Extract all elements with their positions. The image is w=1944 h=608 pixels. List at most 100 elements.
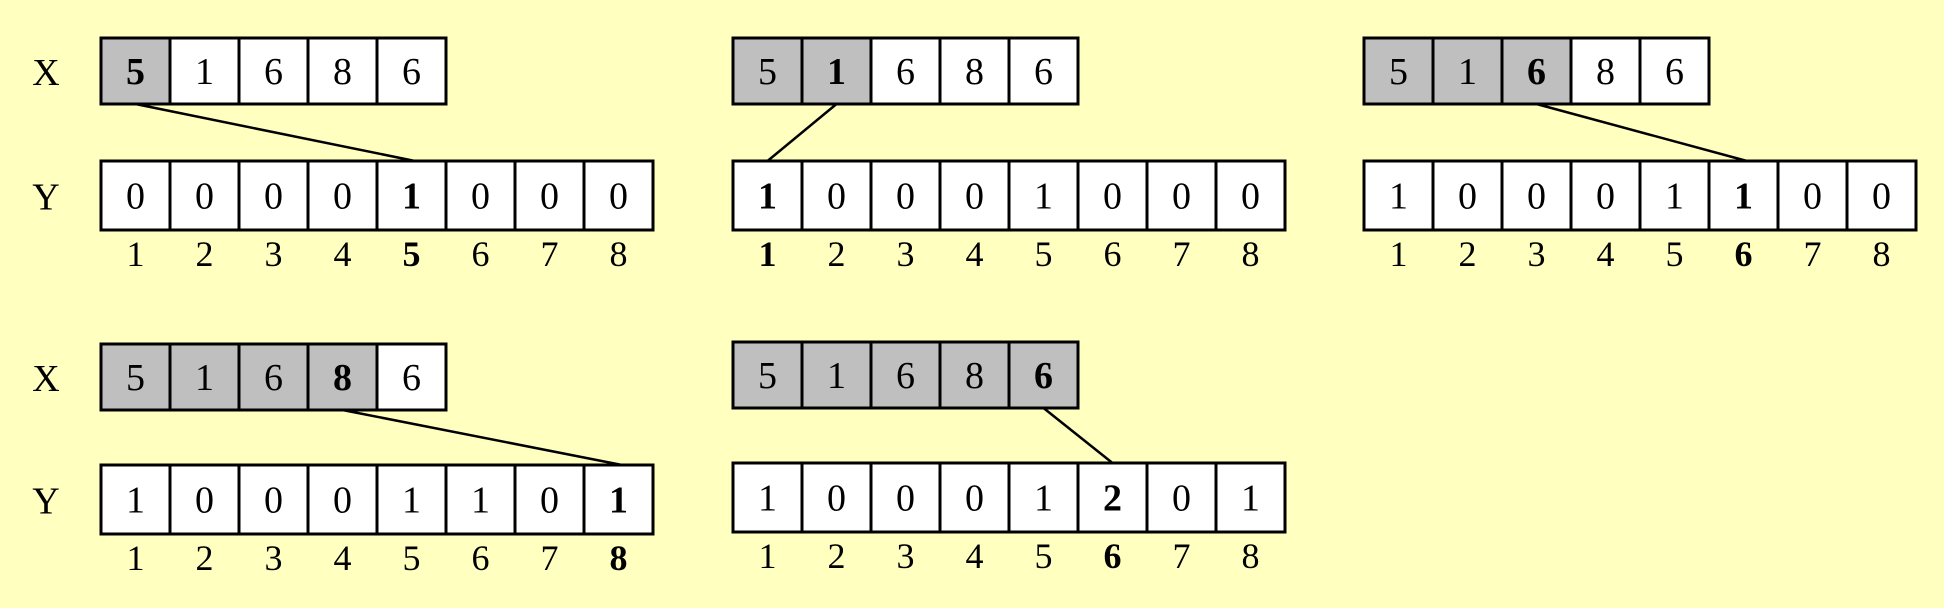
y-cell-value: 0 [896,478,915,520]
y-cell-value: 1 [758,176,777,218]
x-cell-value: 1 [827,355,846,397]
y-cell [938,461,1011,534]
x-cell [938,340,1011,410]
y-cell-value: 0 [609,176,628,218]
y-cell [869,159,942,232]
x-cell-value: 6 [1034,355,1053,397]
index-label: 2 [1459,234,1477,274]
x-row-label: X [32,52,59,94]
connector-line [1536,102,1748,163]
y-cell [99,463,172,536]
y-cell-value: 1 [1034,176,1053,218]
x-cell [869,36,942,106]
x-cell [168,342,241,412]
y-cell [1145,159,1218,232]
index-label: 2 [828,536,846,576]
y-cell-value: 1 [1034,478,1053,520]
y-cell-value: 0 [1596,176,1615,218]
y-cell [582,159,655,232]
index-label: 1 [127,538,145,578]
y-cell [938,159,1011,232]
index-label: 7 [541,538,559,578]
x-cell [1431,36,1504,106]
y-cell-value: 0 [333,480,352,522]
index-label: 3 [1528,234,1546,274]
index-label: 8 [610,538,628,578]
x-cell-value: 8 [965,51,984,93]
index-label: 6 [1735,234,1753,274]
connector-line [135,102,416,163]
x-cell-value: 6 [1527,51,1546,93]
x-cell-value: 5 [758,51,777,93]
y-cell [582,463,655,536]
x-cell [237,342,310,412]
y-cell-value: 0 [1172,478,1191,520]
y-cell-value: 0 [126,176,145,218]
y-cell [800,461,873,534]
y-cell-value: 1 [1389,176,1408,218]
index-label: 1 [1390,234,1408,274]
x-cell-value: 5 [126,357,145,399]
index-label: 4 [1597,234,1615,274]
y-cell-value: 0 [896,176,915,218]
y-cell-value: 0 [827,478,846,520]
x-cell [1007,36,1080,106]
y-cell [1845,159,1918,232]
y-cell-value: 0 [540,176,559,218]
x-cell [1362,36,1435,106]
y-cell [513,463,586,536]
y-cell [800,159,873,232]
index-label: 4 [966,234,984,274]
y-cell-value: 1 [1241,478,1260,520]
x-cell-value: 5 [126,51,145,93]
x-cell [99,342,172,412]
y-cell [1007,461,1080,534]
y-cell-value: 1 [1665,176,1684,218]
y-cell-value: 1 [402,480,421,522]
y-row-label: Y [32,481,59,523]
y-cell-value: 0 [827,176,846,218]
index-label: 5 [403,234,421,274]
y-cell [375,159,448,232]
index-label: 6 [1104,536,1122,576]
y-cell [306,159,379,232]
y-cell [168,463,241,536]
y-cell-value: 0 [195,480,214,522]
index-label: 7 [1173,234,1191,274]
y-cell-value: 0 [965,478,984,520]
y-cell-value: 0 [1803,176,1822,218]
y-cell [1638,159,1711,232]
y-cell [444,463,517,536]
index-label: 3 [265,234,283,274]
index-label: 7 [1804,234,1822,274]
index-label: 2 [196,538,214,578]
x-cell-value: 1 [1458,51,1477,93]
x-cell-value: 8 [1596,51,1615,93]
index-label: 1 [759,536,777,576]
x-cell-value: 6 [896,355,915,397]
y-cell-value: 0 [264,480,283,522]
index-label: 2 [828,234,846,274]
x-cell-value: 1 [827,51,846,93]
x-cell [375,36,448,106]
y-cell-value: 0 [1103,176,1122,218]
y-cell [99,159,172,232]
y-cell [869,461,942,534]
y-cell-value: 0 [264,176,283,218]
x-cell [869,340,942,410]
index-label: 6 [472,234,490,274]
x-cell [731,36,804,106]
index-label: 1 [759,234,777,274]
y-cell-value: 0 [1527,176,1546,218]
